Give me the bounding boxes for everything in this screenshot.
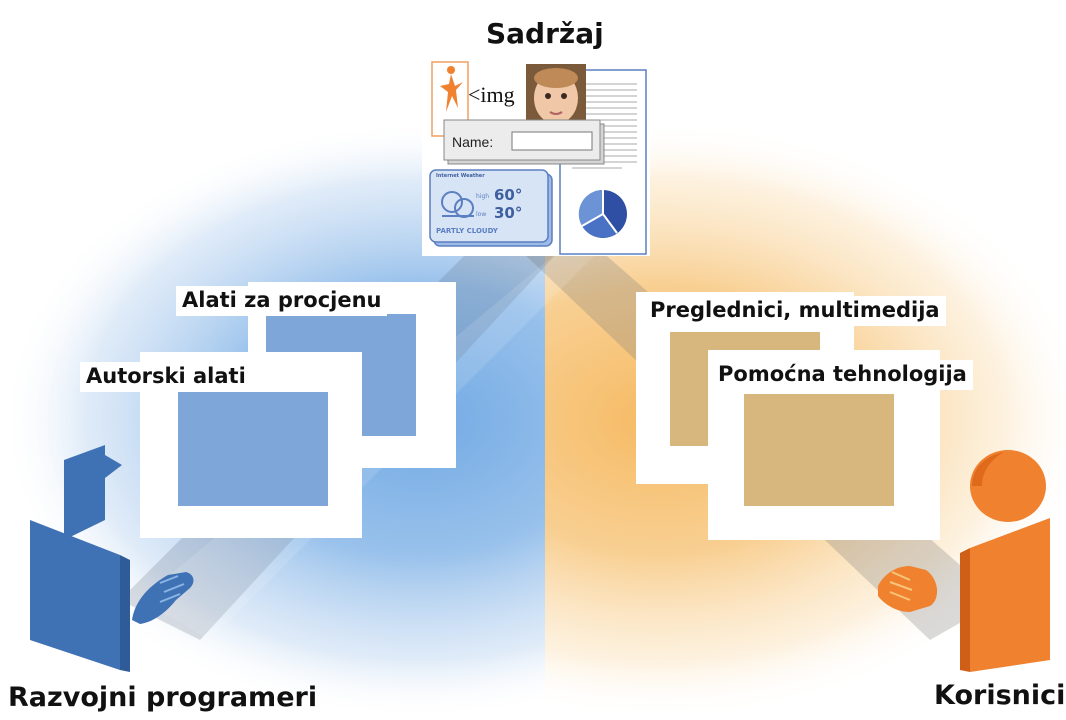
user-head bbox=[970, 450, 1046, 522]
label-evaluation-tools: Alati za procjenu bbox=[176, 286, 388, 316]
developer-hand bbox=[132, 572, 194, 624]
img-tag-text: <img bbox=[468, 82, 515, 107]
label-assistive: Pomoćna tehnologija bbox=[712, 360, 973, 390]
developers-label: Razvojni programeri bbox=[8, 682, 318, 713]
content-illustration-graphic bbox=[429, 61, 647, 255]
developer-monitor bbox=[30, 520, 120, 670]
panel-assistive-inner bbox=[744, 394, 894, 506]
weather-low-label: low bbox=[476, 211, 487, 218]
users-label: Korisnici bbox=[934, 680, 1066, 711]
photo-image bbox=[526, 64, 586, 124]
cloud-icon bbox=[441, 191, 474, 218]
dancer-icon bbox=[440, 66, 463, 112]
weather-header: Internet Weather bbox=[436, 173, 485, 179]
pie-chart-icon bbox=[578, 189, 627, 238]
developer-speaker bbox=[64, 445, 105, 540]
weather-low-value: 30° bbox=[494, 204, 523, 222]
label-browsers: Preglednici, multimedija bbox=[644, 296, 946, 326]
weather-widget bbox=[429, 169, 553, 247]
user-monitor bbox=[970, 518, 1050, 672]
form-name-label: Name: bbox=[452, 134, 494, 150]
content-illustration: <img Name: Internet Weather high 60° low… bbox=[422, 56, 650, 256]
weather-high-label: high bbox=[476, 193, 490, 200]
weather-high-value: 60° bbox=[494, 186, 523, 204]
panel-authoring-tools-inner bbox=[178, 392, 328, 506]
content-title: Sadržaj bbox=[486, 17, 604, 50]
form-sample bbox=[443, 119, 605, 165]
name-input-box bbox=[511, 131, 593, 151]
weather-condition: PARTLY CLOUDY bbox=[436, 227, 498, 235]
user-figure bbox=[878, 450, 1050, 672]
label-authoring-tools: Autorski alati bbox=[80, 362, 252, 392]
developer-figure bbox=[30, 445, 194, 672]
